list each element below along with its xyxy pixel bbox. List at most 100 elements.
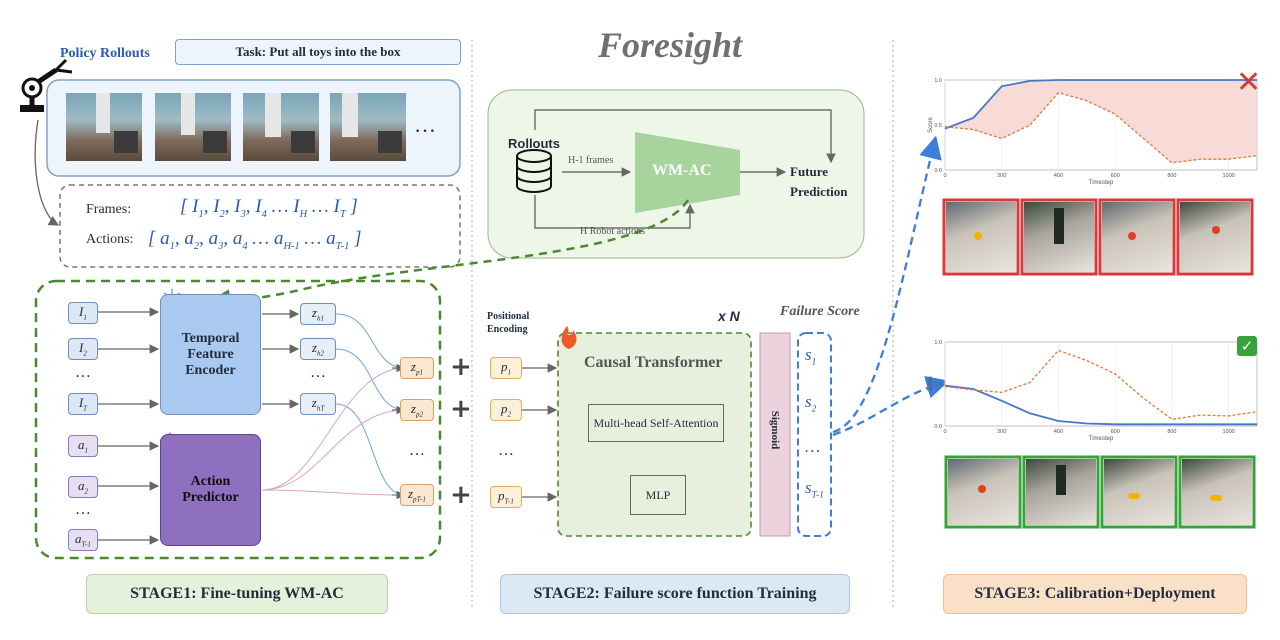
policy-rollouts-label: Policy Rollouts xyxy=(60,46,150,61)
chart-x-tick-label: 200 xyxy=(997,173,1006,179)
positional-input-text: p2 xyxy=(501,401,511,419)
mlp-box: MLP xyxy=(630,475,686,515)
frames-seq-item: IH xyxy=(293,196,308,220)
positional-input-ellipsis: … xyxy=(498,442,514,459)
action-input-text: a2 xyxy=(78,478,88,496)
future-prediction-label: Future Prediction xyxy=(790,164,848,199)
chart-y-axis-label: Score xyxy=(928,117,934,133)
frames-seq-item: IT xyxy=(333,196,346,220)
z-hat-output-text: zh1 xyxy=(312,305,324,323)
task-label: Task: Put all toys into the box xyxy=(235,44,401,59)
action-input-text-subscript: 1 xyxy=(84,446,89,455)
score-output-text-symbol: s xyxy=(805,392,812,411)
rollout-ellipsis: … xyxy=(414,112,436,137)
positional-input-text-symbol: p xyxy=(500,401,508,417)
sigmoid-label: Sigmoid xyxy=(769,410,781,450)
stage3-label-box: STAGE3: Calibration+Deployment xyxy=(943,574,1247,614)
chart-series-dashed-line xyxy=(944,91,1258,164)
chart-series-dashed-line xyxy=(944,349,1258,420)
rollout-frame-1 xyxy=(66,93,142,161)
action-input-text-subscript: T-1 xyxy=(81,540,91,549)
success-frame-1 xyxy=(948,459,1018,525)
action-predictor: Action Predictor xyxy=(160,434,261,546)
z-hat-output: zhT xyxy=(300,393,336,415)
frame-input-ellipsis: … xyxy=(75,364,91,381)
score-output-text-symbol: … xyxy=(805,437,821,456)
z-hat-output-ellipsis: … xyxy=(310,364,326,381)
z-p-output-text-subscript: p1 xyxy=(415,368,424,377)
z-hat-output-text: zh2 xyxy=(312,340,324,358)
score-ellipsis: … xyxy=(805,437,820,457)
chart-x-tick-label: 600 xyxy=(1111,173,1120,179)
positional-input: pT-1 xyxy=(490,486,522,508)
actions-seq-bracket-open: [ xyxy=(148,228,161,249)
actions-seq-item: a4 xyxy=(232,228,248,252)
action-input: a1 xyxy=(68,435,98,457)
score-to-success-chart-arrow xyxy=(832,376,950,437)
positional-input-text-subscript: 2 xyxy=(507,410,512,419)
z-hat-output: zh2 xyxy=(300,338,336,360)
fail-frame-3 xyxy=(1102,202,1172,272)
plus-sign: + xyxy=(450,480,472,510)
z-hat-output-text: zhT xyxy=(312,395,325,413)
action-input: aT-1 xyxy=(68,529,98,551)
chart-x-tick-label: 0 xyxy=(943,429,946,435)
frames-sequence: [ I1, I2, I3, I4 … IH … IT ] xyxy=(180,196,358,220)
score-output-text: sT-1 xyxy=(805,478,824,501)
chart-x-tick-label: 800 xyxy=(1167,429,1176,435)
mha-box: Multi-head Self-Attention xyxy=(588,404,724,442)
positional-input-text-subscript: T-1 xyxy=(504,497,514,506)
actions-seq-item: a1, xyxy=(160,228,180,252)
frame-input-text-subscript: 2 xyxy=(83,349,87,358)
chart-y-tick-label: 0.0 xyxy=(934,424,942,430)
chart-series-solid-line xyxy=(944,79,1257,130)
chart-y-tick-label: 0.0 xyxy=(934,168,942,174)
frame-input-text-subscript: T xyxy=(83,404,88,413)
rollout-frame-2 xyxy=(155,93,231,161)
frames-seq-item: I3, xyxy=(234,196,251,220)
failure-score-box xyxy=(797,332,832,537)
chart-x-tick-label: 1000 xyxy=(1223,173,1235,179)
stage1-label: STAGE1: Fine-tuning WM-AC xyxy=(130,585,344,602)
score-output-text: s1 xyxy=(805,345,816,367)
chart-x-axis-label: Timestep xyxy=(1089,436,1114,442)
chart-y-tick-label: 0.5 xyxy=(934,382,942,388)
positional-input-text: pT-1 xyxy=(498,488,514,506)
wmac-trapezoid xyxy=(635,132,740,213)
z-p-output-ellipsis: … xyxy=(409,442,425,459)
positional-encoding-label: Positional Encoding xyxy=(487,311,530,335)
actions-label: Actions: xyxy=(86,232,134,247)
positional-input: p2 xyxy=(490,399,522,421)
success-frame-3 xyxy=(1104,459,1174,525)
action-input-text: a1 xyxy=(78,437,88,455)
h1-frames-label: H-1 frames xyxy=(568,155,614,166)
score-output-text-subscript: T-1 xyxy=(811,490,824,501)
stage1-label-box: STAGE1: Fine-tuning WM-AC xyxy=(86,574,388,614)
z-p-output-text: zp1 xyxy=(411,359,423,377)
robot-arm-icon xyxy=(20,58,73,112)
wmac-label: WM-AC xyxy=(652,162,712,179)
chart-x-axis-label: Timestep xyxy=(1089,180,1114,186)
z-p-output: zpT-1 xyxy=(400,484,434,506)
chart-series-solid-line xyxy=(944,384,1257,426)
frames-seq-bracket-open: [ xyxy=(180,196,193,217)
fail-frame-1 xyxy=(946,202,1016,272)
frames-seq-item: I1, xyxy=(192,196,209,220)
chart-x-tick-label: 600 xyxy=(1111,429,1120,435)
frame-input-text-subscript: 1 xyxy=(83,313,87,322)
frame-input-text: IT xyxy=(79,395,87,413)
z-p-output-text: zp2 xyxy=(411,401,423,419)
z-p-output-text-subscript: pT-1 xyxy=(413,495,427,504)
failure-score-label: Failure Score xyxy=(780,304,860,319)
chart-x-tick-label: 800 xyxy=(1167,173,1176,179)
task-label-box: Task: Put all toys into the box xyxy=(175,39,461,65)
actions-seq-item: … xyxy=(252,228,270,249)
frames-seq-item: … xyxy=(311,196,329,217)
rollout-frame-3 xyxy=(243,93,319,161)
frame-input-text: I1 xyxy=(79,304,87,322)
plus-sign: + xyxy=(450,394,472,424)
positional-input-text-symbol: p xyxy=(498,488,505,504)
actions-sequence: [ a1, a2, a3, a4 … aH-1 … aT-1 ] xyxy=(148,228,361,252)
